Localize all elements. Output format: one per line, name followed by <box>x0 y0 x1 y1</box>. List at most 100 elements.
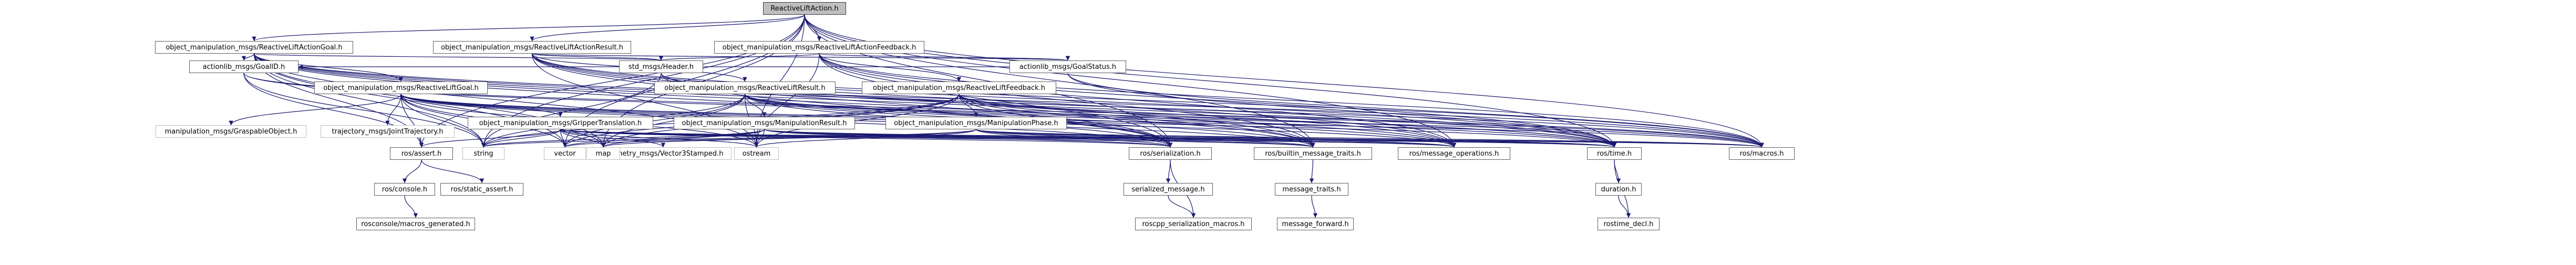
edge-ManipulationResult-to-builtin <box>764 129 1315 148</box>
edge-ReactiveLiftAction-to-builtin <box>804 14 1315 148</box>
edge-serialized_message-to-roscpp_ser_macros <box>1168 195 1196 218</box>
node-roscpp-serialization-macros[interactable]: roscpp_serialization_macros.h <box>1135 218 1252 230</box>
edge-ReactiveLiftAction-to-ActionGoal <box>252 14 805 42</box>
node-ros-console[interactable]: ros/console.h <box>374 183 435 196</box>
node-manipulation-phase[interactable]: object_manipulation_msgs/ManipulationPha… <box>885 117 1067 129</box>
edge-ManipulationPhase-to-string <box>481 129 977 148</box>
edge-LiftFeedback-to-macros <box>959 94 1764 148</box>
edge-ManipulationResult-to-msgops <box>764 129 1456 148</box>
node-ros-serialization[interactable]: ros/serialization.h <box>1129 147 1212 160</box>
edge-ManipulationPhase-to-serialization <box>975 129 1173 148</box>
edge-ActionResult-to-GoalStatus <box>531 53 1069 61</box>
edge-ManipulationResult-to-string <box>481 129 765 148</box>
node-ros-builtin-message-traits[interactable]: ros/builtin_message_traits.h <box>1254 147 1372 160</box>
node-ros-static-assert[interactable]: ros/static_assert.h <box>440 183 523 196</box>
node-ros-macros[interactable]: ros/macros.h <box>1729 147 1795 160</box>
edge-ActionGoal-to-Header <box>253 53 663 61</box>
edge-LiftGoal-to-assert <box>400 94 424 148</box>
edge-ActionGoal-to-GoalID <box>241 53 255 61</box>
node-std-map: map <box>586 147 620 160</box>
edge-LiftResult-to-time <box>744 94 1616 148</box>
edge-ManipulationPhase-to-time <box>975 129 1616 148</box>
edge-LiftFeedback-to-msgops <box>959 94 1457 148</box>
edge-GoalStatus-to-time <box>1067 73 1617 148</box>
node-message-traits[interactable]: message_traits.h <box>1275 183 1348 196</box>
edge-GoalStatus-to-macros <box>1067 73 1764 148</box>
edge-ManipulationPhase-to-macros <box>975 129 1764 148</box>
edge-ActionResult-to-macros <box>531 53 1764 148</box>
edge-GoalID-to-string <box>243 73 486 148</box>
edge-ActionFeedback-to-Header <box>659 53 820 61</box>
edge-LiftResult-to-vector <box>562 94 746 148</box>
edge-serialization-to-serialized_message <box>1166 159 1171 184</box>
edge-ManipulationResult-to-serialization <box>764 129 1172 148</box>
edge-ManipulationResult-to-macros <box>764 129 1764 148</box>
node-reactive-lift-result[interactable]: object_manipulation_msgs/ReactiveLiftRes… <box>654 81 836 94</box>
edge-ActionFeedback-to-builtin <box>819 53 1315 148</box>
edge-GripperTranslation-to-msgops <box>560 129 1456 148</box>
edge-ActionResult-to-time <box>531 53 1617 148</box>
node-ros-assert[interactable]: ros/assert.h <box>390 147 453 160</box>
edge-ActionGoal-to-macros <box>253 53 1764 148</box>
edge-ActionResult-to-Header <box>531 53 663 61</box>
node-gripper-translation[interactable]: object_manipulation_msgs/GripperTranslat… <box>468 117 653 129</box>
edge-LiftResult-to-msgops <box>744 94 1456 148</box>
edge-ActionResult-to-serialization <box>531 53 1173 148</box>
edge-ActionGoal-to-builtin <box>253 53 1315 148</box>
node-rostime-decl[interactable]: rostime_decl.h <box>1598 218 1660 230</box>
node-goal-id[interactable]: actionlib_msgs/GoalID.h <box>189 60 298 73</box>
node-reactive-lift-action-goal[interactable]: object_manipulation_msgs/ReactiveLiftAct… <box>155 41 353 54</box>
node-std-ostream: ostream <box>734 147 779 160</box>
edge-ActionFeedback-to-serialization <box>819 53 1173 148</box>
edge-ManipulationPhase-to-map <box>601 129 977 148</box>
node-duration[interactable]: duration.h <box>1595 183 1642 196</box>
edge-ActionFeedback-to-LiftFeedback <box>819 53 962 82</box>
edge-ReactiveLiftAction-to-ActionResult <box>530 14 805 42</box>
edge-ActionFeedback-to-msgops <box>819 53 1457 148</box>
node-std-vector: vector <box>544 147 586 160</box>
node-reactive-lift-action: ReactiveLiftAction.h <box>763 2 846 15</box>
edge-LiftGoal-to-string <box>400 94 486 148</box>
node-goal-status[interactable]: actionlib_msgs/GoalStatus.h <box>1009 60 1126 73</box>
edge-ReactiveLiftAction-to-macros <box>804 14 1764 148</box>
node-std-string: string <box>462 147 504 160</box>
edge-duration-to-rostime_decl <box>1618 195 1631 218</box>
edge-ManipulationPhase-to-msgops <box>975 129 1456 148</box>
node-ros-message-operations[interactable]: ros/message_operations.h <box>1398 147 1510 160</box>
edge-builtin-to-message_traits <box>1309 159 1314 184</box>
edge-LiftResult-to-ManipulationResult <box>744 94 767 117</box>
edge-GripperTranslation-to-string <box>481 129 561 148</box>
edge-ManipulationResult-to-vector <box>562 129 765 148</box>
edge-GripperTranslation-to-assert <box>419 129 561 148</box>
node-serialized-message[interactable]: serialized_message.h <box>1124 183 1213 196</box>
edge-LiftFeedback-to-time <box>959 94 1616 148</box>
node-std-msgs-header[interactable]: std_msgs/Header.h <box>619 60 703 73</box>
node-reactive-lift-action-result[interactable]: object_manipulation_msgs/ReactiveLiftAct… <box>433 41 631 54</box>
edge-LiftGoal-to-JointTrajectory <box>385 94 401 126</box>
edge-ManipulationPhase-to-builtin <box>975 129 1315 148</box>
edge-ActionFeedback-to-GoalStatus <box>819 53 1070 61</box>
edge-LiftResult-to-macros <box>744 94 1764 148</box>
node-reactive-lift-goal[interactable]: object_manipulation_msgs/ReactiveLiftGoa… <box>314 81 488 94</box>
edge-GripperTranslation-to-Vector3Stamped <box>560 129 666 148</box>
edge-assert-to-console <box>402 159 422 184</box>
node-rosconsole-macros-generated[interactable]: rosconsole/macros_generated.h <box>356 218 475 230</box>
edge-ManipulationResult-to-map <box>601 129 765 148</box>
node-manipulation-result[interactable]: object_manipulation_msgs/ManipulationRes… <box>674 117 855 129</box>
edge-assert-to-static_assert <box>421 159 485 184</box>
node-reactive-lift-action-feedback[interactable]: object_manipulation_msgs/ReactiveLiftAct… <box>714 41 924 54</box>
edge-LiftGoal-to-macros <box>400 94 1764 148</box>
edge-ActionFeedback-to-macros <box>819 53 1764 148</box>
node-message-forward[interactable]: message_forward.h <box>1277 218 1354 230</box>
edge-console-to-rosconsole_macros <box>404 195 418 218</box>
edge-ActionResult-to-builtin <box>531 53 1315 148</box>
node-ros-time[interactable]: ros/time.h <box>1587 147 1642 160</box>
node-graspable-object: manipulation_msgs/GraspableObject.h <box>156 125 306 138</box>
node-reactive-lift-feedback[interactable]: object_manipulation_msgs/ReactiveLiftFee… <box>862 81 1056 94</box>
edge-LiftFeedback-to-ManipulationPhase <box>959 94 978 117</box>
edge-ActionFeedback-to-time <box>819 53 1617 148</box>
edge-GripperTranslation-to-builtin <box>560 129 1315 148</box>
edge-ReactiveLiftAction-to-assert <box>419 14 805 148</box>
edge-ActionResult-to-ostream <box>531 53 759 148</box>
